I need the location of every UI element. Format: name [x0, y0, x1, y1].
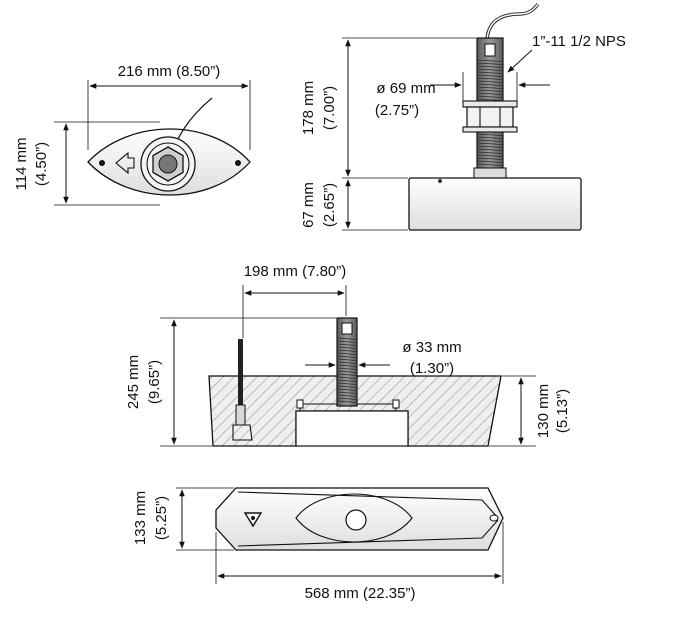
thread-spec-label: 1”-11 1/2 NPS: [532, 33, 626, 50]
stem-threads: [477, 59, 503, 166]
shaft-diameter-in-label: (1.30”): [410, 360, 454, 377]
bottom-view: 133 mm (5.25”) 568 mm (22.35”): [132, 487, 504, 602]
thread-line: [337, 400, 357, 403]
body-height-mm-label: 130 mm: [535, 384, 552, 438]
block-height-mm-label: 67 mm: [300, 182, 317, 228]
thread-line: [337, 364, 357, 367]
bottom-center-hole: [345, 509, 367, 531]
shaft-diameter-mm-label: ø 33 mm: [402, 339, 461, 356]
body-height-in-label: (5.13”): [554, 389, 571, 433]
thread-line: [477, 148, 503, 151]
bottom-height-in-label: (5.25”): [153, 496, 170, 540]
thread-line: [477, 65, 503, 68]
nut-diameter-in-label: (2.75”): [375, 102, 419, 119]
thread-line: [337, 340, 357, 343]
section-sensor-rod: [238, 339, 243, 405]
thread-line: [337, 361, 357, 364]
thread-line: [337, 370, 357, 373]
thread-line: [337, 379, 357, 382]
top-view: 216 mm (8.50”) 114 mm (4.50”): [13, 63, 251, 206]
nut-diameter-mm-label: ø 69 mm: [376, 80, 435, 97]
thread-line: [477, 92, 503, 95]
thread-line: [477, 163, 503, 166]
thread-line: [337, 367, 357, 370]
thread-line: [337, 391, 357, 394]
top-height-mm-label: 114 mm: [13, 137, 30, 190]
direction-arrow-icon: [115, 151, 135, 175]
thread-line: [337, 394, 357, 397]
screw-hole-icon: [99, 160, 105, 166]
section-width-label: 198 mm (7.80”): [244, 263, 347, 280]
thread-line: [337, 349, 357, 352]
stem-height-in-label: (7.00”): [321, 86, 338, 130]
side-transducer-block: [408, 177, 582, 231]
thread-line: [477, 133, 503, 136]
thread-line: [477, 59, 503, 62]
top-height-in-label: (4.50”): [33, 142, 50, 186]
stem-slot: [484, 43, 496, 57]
thread-line: [337, 376, 357, 379]
thread-line: [477, 151, 503, 154]
section-cavity: [295, 410, 409, 447]
thread-line: [337, 346, 357, 349]
thread-line: [337, 343, 357, 346]
thread-line: [337, 355, 357, 358]
shaft-threads: [337, 337, 357, 403]
thread-line: [477, 160, 503, 163]
side-nut: [466, 106, 514, 128]
thread-line: [477, 145, 503, 148]
thread-line: [337, 337, 357, 340]
thread-line: [477, 139, 503, 142]
side-washer: [462, 100, 518, 108]
thread-line: [477, 62, 503, 65]
screw-hole-icon: [235, 160, 241, 166]
thread-line: [477, 83, 503, 86]
thread-line: [477, 86, 503, 89]
section-height-mm-label: 245 mm: [125, 355, 142, 409]
thread-line: [477, 154, 503, 157]
side-view: 1”-11 1/2 NPS ø 69 mm (2.75”) 178 mm (7.…: [300, 2, 626, 231]
thread-line: [337, 352, 357, 355]
thread-line: [337, 388, 357, 391]
top-width-label: 216 mm (8.50”): [118, 63, 221, 80]
thread-line: [477, 142, 503, 145]
bottom-height-mm-label: 133 mm: [132, 491, 149, 545]
thread-line: [337, 373, 357, 376]
thread-line: [477, 74, 503, 77]
thread-line: [337, 382, 357, 385]
thread-line: [477, 98, 503, 101]
thread-line: [337, 358, 357, 361]
section-view: 198 mm (7.80”) ø 33 mm (1.30”) 245 mm (9…: [125, 263, 571, 447]
bottom-eye-window: [295, 493, 413, 543]
block-height-in-label: (2.65”): [321, 183, 338, 227]
thread-line: [337, 397, 357, 400]
bottom-width-label: 568 mm (22.35”): [305, 585, 416, 602]
thread-line: [477, 68, 503, 71]
thread-line: [477, 136, 503, 139]
thread-line: [477, 77, 503, 80]
stem-height-mm-label: 178 mm: [300, 81, 317, 135]
section-height-in-label: (9.65”): [146, 360, 163, 404]
thread-line: [477, 95, 503, 98]
thread-line: [477, 157, 503, 160]
thread-line: [477, 89, 503, 92]
thread-line: [337, 385, 357, 388]
thread-line: [477, 71, 503, 74]
thread-line: [477, 80, 503, 83]
